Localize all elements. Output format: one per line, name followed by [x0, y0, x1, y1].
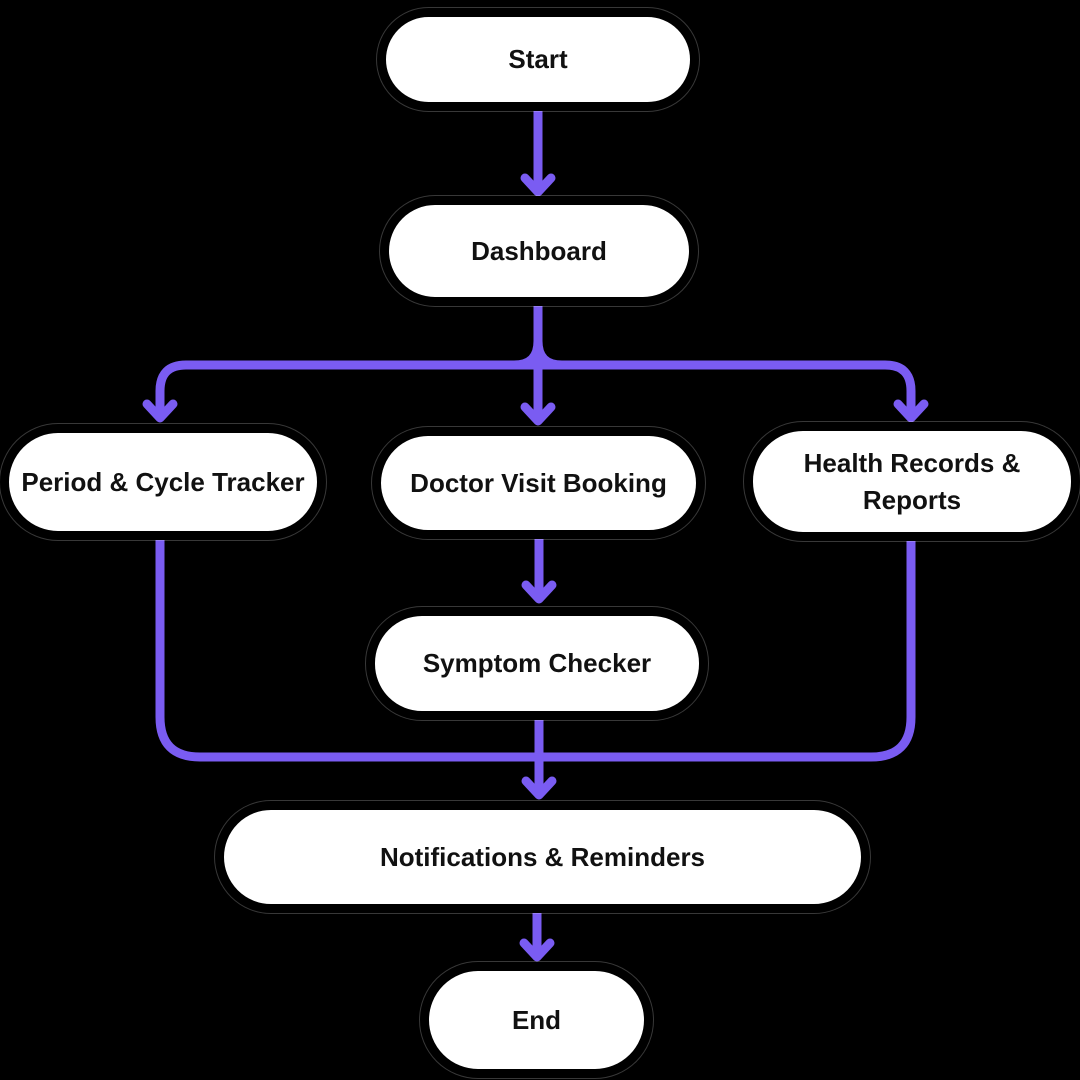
- node-label: Health Records & Reports: [803, 448, 1021, 515]
- arrowhead-doctor-visit-booking: [520, 402, 556, 426]
- node-label: Dashboard: [471, 235, 607, 266]
- arrowhead-notifications: [521, 776, 557, 800]
- node-start: Start: [377, 8, 699, 111]
- node-end: End: [420, 962, 653, 1078]
- node-label: End: [511, 1004, 562, 1035]
- arrowhead-end: [519, 938, 555, 962]
- node-notifications-reminders: Notifications & Reminders: [215, 801, 870, 913]
- node-doctor-visit-booking: Doctor Visit Booking: [372, 427, 705, 539]
- node-period-cycle-tracker: Period & Cycle Tracker: [0, 424, 326, 540]
- arrowhead-period-cycle-tracker: [142, 399, 178, 423]
- node-symptom-checker: Symptom Checker: [366, 607, 708, 720]
- arrowhead-symptom-checker: [521, 580, 557, 604]
- node-label: Symptom Checker: [422, 648, 652, 679]
- arrowhead-health-records: [893, 399, 929, 423]
- arrowhead-dashboard: [520, 173, 556, 197]
- node-label: Start: [508, 44, 568, 75]
- node-label: Notifications & Reminders: [379, 841, 706, 872]
- node-dashboard: Dashboard: [380, 196, 698, 306]
- edge-period-merge: [155, 531, 543, 762]
- edge-health-merge: [533, 532, 916, 762]
- connector-group: [142, 103, 929, 962]
- node-health-records-reports: Health Records & Reports: [744, 422, 1080, 541]
- node-label: Doctor Visit Booking: [410, 467, 667, 498]
- edge-split-bar: [155, 360, 916, 415]
- node-label: Period & Cycle Tracker: [21, 466, 305, 497]
